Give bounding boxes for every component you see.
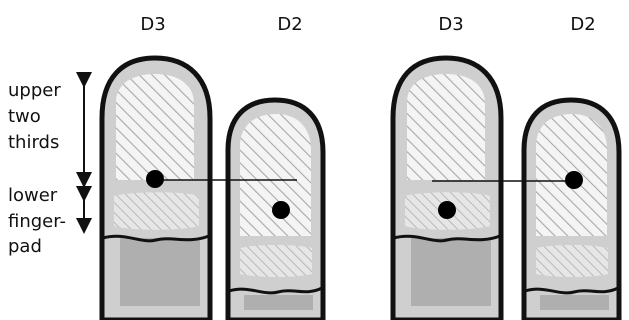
legend-upper-line3: thirds	[8, 132, 59, 153]
legend-upper-line2: two	[8, 106, 41, 127]
label-d2-left: D2	[277, 14, 302, 35]
fingerpad-region-d2-left	[240, 245, 312, 277]
fingerpad-region-d3-left	[114, 192, 199, 230]
legend: upper two thirds lower finger- pad	[8, 80, 84, 257]
finger-d3-right: D3	[393, 14, 501, 320]
legend-upper-line1: upper	[8, 80, 61, 101]
dot-d3-right	[438, 201, 456, 219]
upper-region-d3-right	[407, 74, 485, 180]
upper-region-d2-left	[240, 114, 311, 236]
label-d2-right: D2	[570, 14, 595, 35]
fingerpad-region-d2-right	[536, 245, 608, 277]
finger-d3-left: D3	[102, 14, 210, 320]
dot-d2-right	[565, 171, 583, 189]
finger-d2-right: D2	[524, 14, 619, 320]
legend-lower-line2: finger-	[8, 211, 66, 232]
dot-d3-left	[146, 170, 164, 188]
finger-d2-left: D2	[228, 14, 323, 320]
legend-lower-line3: pad	[8, 236, 42, 257]
label-d3-right: D3	[438, 14, 463, 35]
upper-region-d3-left	[116, 74, 194, 180]
dot-d2-left	[272, 201, 290, 219]
panel-left: D3 D2	[102, 14, 323, 320]
legend-lower-line1: lower	[8, 185, 58, 206]
panel-right: D3 D2	[393, 14, 619, 320]
label-d3-left: D3	[140, 14, 165, 35]
